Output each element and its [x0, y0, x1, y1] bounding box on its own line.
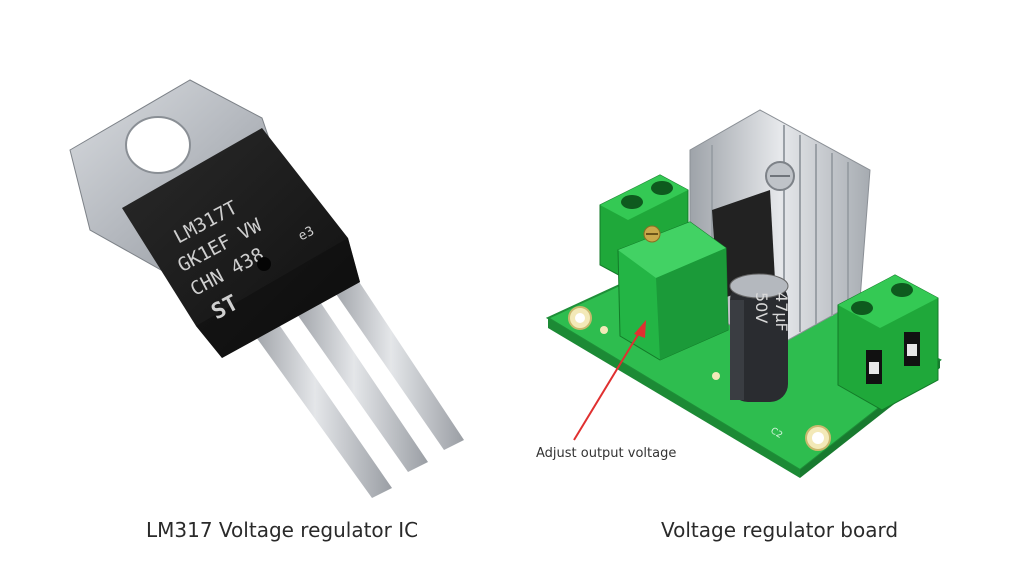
ic-lead-3 — [318, 256, 464, 450]
annotation-adjust-output-voltage: Adjust output voltage — [536, 446, 677, 461]
caption-lm317-ic: LM317 Voltage regulator IC — [146, 518, 419, 542]
annotation-arrow — [573, 320, 646, 441]
caption-regulator-board: Voltage regulator board — [661, 518, 899, 542]
terminal-block-right — [837, 274, 939, 411]
electrolytic-capacitor: 47µF 50V — [729, 273, 791, 402]
pcb-edge — [548, 318, 800, 478]
ic-pin1-dimple — [257, 257, 271, 271]
ic-mounting-hole — [125, 116, 191, 174]
pcb-pad — [712, 372, 720, 380]
ic-leads — [238, 256, 464, 498]
capacitor-marking-line1: 47µF — [772, 292, 791, 332]
regulator-chip — [712, 190, 775, 300]
pcb-pad — [600, 326, 608, 334]
ic-lead-2 — [280, 278, 428, 472]
ic-e3-mark: e3 — [296, 224, 317, 245]
capacitor-marking-line2: 50V — [752, 292, 771, 323]
ic-lead-1 — [238, 300, 392, 498]
